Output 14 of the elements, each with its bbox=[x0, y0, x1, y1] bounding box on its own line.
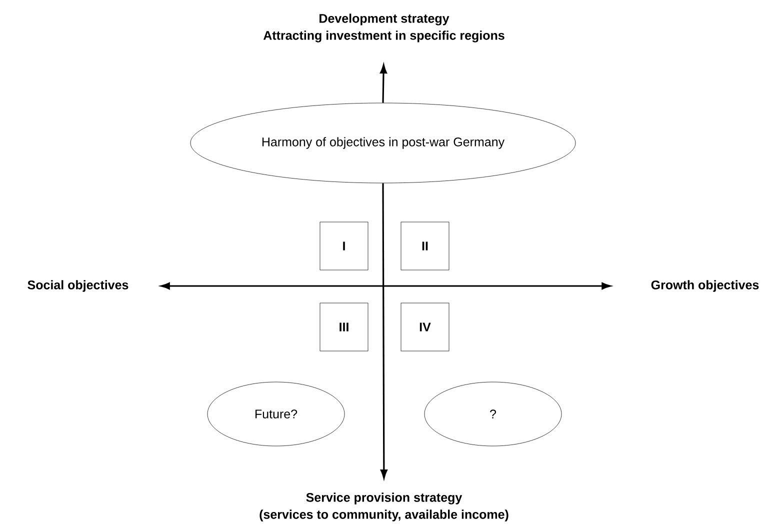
axis-label: Social objectives bbox=[28, 280, 128, 292]
quadrant-box: III bbox=[320, 302, 368, 352]
arrow bbox=[160, 282, 611, 290]
arrow bbox=[380, 183, 388, 479]
axis-label: Development strategy Attracting investment in specific regions bbox=[263, 14, 504, 42]
arrow bbox=[380, 64, 387, 103]
ellipse-node: Future? bbox=[207, 382, 345, 446]
quadrant-box: II bbox=[400, 222, 450, 270]
quadrant-box: I bbox=[320, 222, 368, 270]
axis-label: Growth objectives bbox=[651, 280, 759, 292]
ellipse-node: Harmony of objectives in post-war Germany bbox=[190, 102, 576, 184]
quadrant-box: IV bbox=[400, 302, 450, 352]
ellipse-node: ? bbox=[424, 382, 562, 446]
axis-label: Service provision strategy (services to community, available income) bbox=[260, 492, 508, 522]
